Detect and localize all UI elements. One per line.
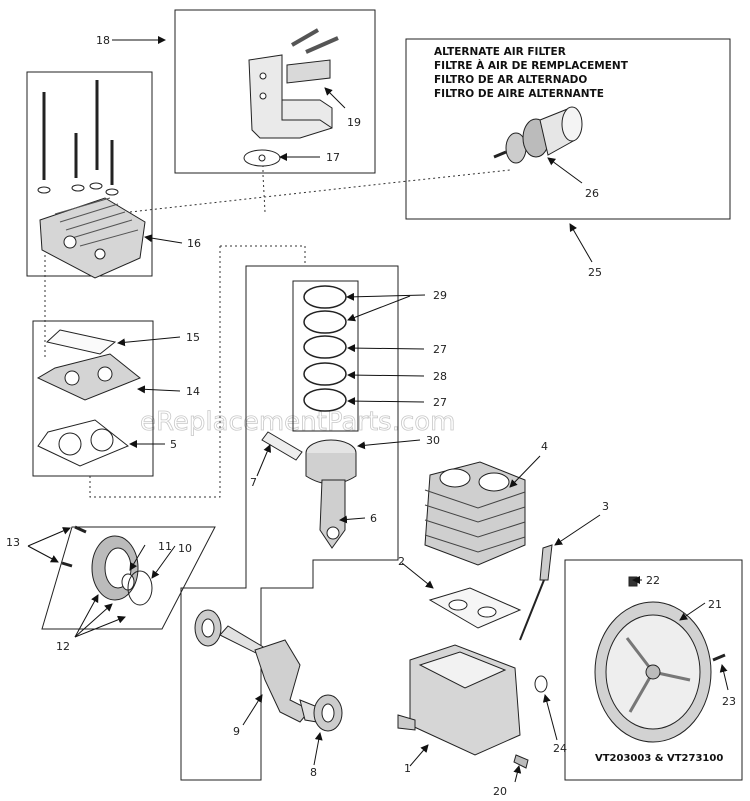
callout-10: 10	[178, 542, 192, 555]
arrow-28	[347, 371, 425, 380]
bracket-part	[243, 28, 339, 167]
watermark: eReplacementParts.com	[140, 407, 456, 437]
callout-2: 2	[398, 555, 405, 568]
callout-11: 11	[158, 540, 172, 553]
callout-18: 18	[96, 34, 110, 47]
valve-plate-part	[36, 329, 141, 467]
callout-29: 29	[433, 289, 447, 302]
arrow-10	[151, 545, 176, 579]
arrow-2	[401, 562, 434, 589]
callout-22: 22	[646, 574, 660, 587]
arrow-30	[357, 439, 421, 450]
piston-rings-part	[303, 285, 347, 412]
flywheel-part	[594, 576, 726, 743]
arrow-8	[313, 732, 323, 766]
callout-21: 21	[708, 598, 722, 611]
callout-15: 15	[186, 331, 200, 344]
arrow-7	[256, 444, 271, 477]
arrow-12c	[74, 615, 126, 638]
frame-bearing-cover	[41, 526, 216, 630]
arrow-24	[542, 694, 558, 741]
callout-12: 12	[56, 640, 70, 653]
crankshaft-part	[194, 609, 343, 732]
arrow-1	[409, 744, 429, 767]
callout-9: 9	[233, 725, 240, 738]
callout-14: 14	[186, 385, 200, 398]
arrow-9	[242, 694, 263, 726]
arrow-25	[569, 223, 593, 263]
frame-rings	[292, 280, 359, 432]
alt-filter-line-4: FILTRO DE AIRE ALTERNANTE	[434, 88, 604, 100]
alt-filter-line-2: FILTRE À AIR DE REMPLACEMENT	[434, 59, 629, 72]
frame-alternate-filter	[405, 38, 731, 220]
arrow-20	[513, 765, 522, 783]
group-frames	[26, 9, 743, 781]
callout-13: 13	[6, 536, 20, 549]
piston-rod-part	[261, 431, 357, 549]
arrow-26	[547, 157, 583, 184]
arrow-12b	[74, 603, 113, 638]
alternate-filter-note: ALTERNATE AIR FILTER FILTRE À AIR DE REM…	[434, 46, 629, 100]
frame-flywheel	[564, 559, 743, 781]
arrow-14	[137, 385, 181, 394]
callout-19: 19	[347, 116, 361, 129]
arrow-27a	[347, 344, 425, 353]
callout-27-lower: 27	[433, 396, 447, 409]
arrow-29a	[346, 292, 426, 301]
arrow-6	[339, 515, 366, 524]
arrow-4	[509, 455, 541, 488]
callout-7: 7	[250, 476, 257, 489]
callout-27-upper: 27	[433, 343, 447, 356]
callout-28: 28	[433, 370, 447, 383]
arrow-11	[129, 544, 146, 571]
arrow-3	[554, 514, 601, 546]
arrow-12a	[74, 594, 99, 638]
model-caption: VT203003 & VT273100	[595, 753, 723, 764]
callout-24: 24	[553, 742, 567, 755]
arrow-27b	[347, 397, 425, 406]
frame-valve-plate	[32, 320, 154, 477]
callout-numbers: 18 19 17 16 26 25 15 14 5 29 27 28 27 30…	[6, 34, 736, 798]
arrow-29b	[347, 295, 411, 322]
frame-cylinder-head	[26, 71, 153, 277]
arrow-23	[719, 664, 729, 691]
group-dotted-connectors	[44, 150, 511, 498]
arrow-21	[679, 602, 706, 621]
cylinder-head-part	[37, 80, 146, 279]
callout-3: 3	[602, 500, 609, 513]
callout-25: 25	[588, 266, 602, 279]
callout-5: 5	[170, 438, 177, 451]
callout-30: 30	[426, 434, 440, 447]
bearing-cover-part	[61, 525, 153, 606]
callout-20: 20	[493, 785, 507, 798]
alt-filter-line-1: ALTERNATE AIR FILTER	[434, 46, 566, 58]
cylinder-crankcase-part	[397, 461, 553, 769]
callout-1: 1	[404, 762, 411, 775]
arrow-13a	[27, 527, 71, 547]
callout-8: 8	[310, 766, 317, 779]
arrow-13b	[27, 545, 59, 563]
group-leader-arrows	[27, 36, 729, 783]
arrow-19	[324, 87, 346, 109]
arrow-15	[117, 336, 181, 347]
callout-6: 6	[370, 512, 377, 525]
frame-crankshaft-group	[180, 265, 399, 781]
frame-bracket-18	[174, 9, 376, 174]
callout-17: 17	[326, 151, 340, 164]
callout-23: 23	[722, 695, 736, 708]
callout-4: 4	[541, 440, 548, 453]
callout-16: 16	[187, 237, 201, 250]
callout-26: 26	[585, 187, 599, 200]
arrow-16	[144, 234, 183, 244]
alt-filter-line-3: FILTRO DE AR ALTERNADO	[434, 74, 587, 86]
air-filter-part	[493, 106, 583, 164]
